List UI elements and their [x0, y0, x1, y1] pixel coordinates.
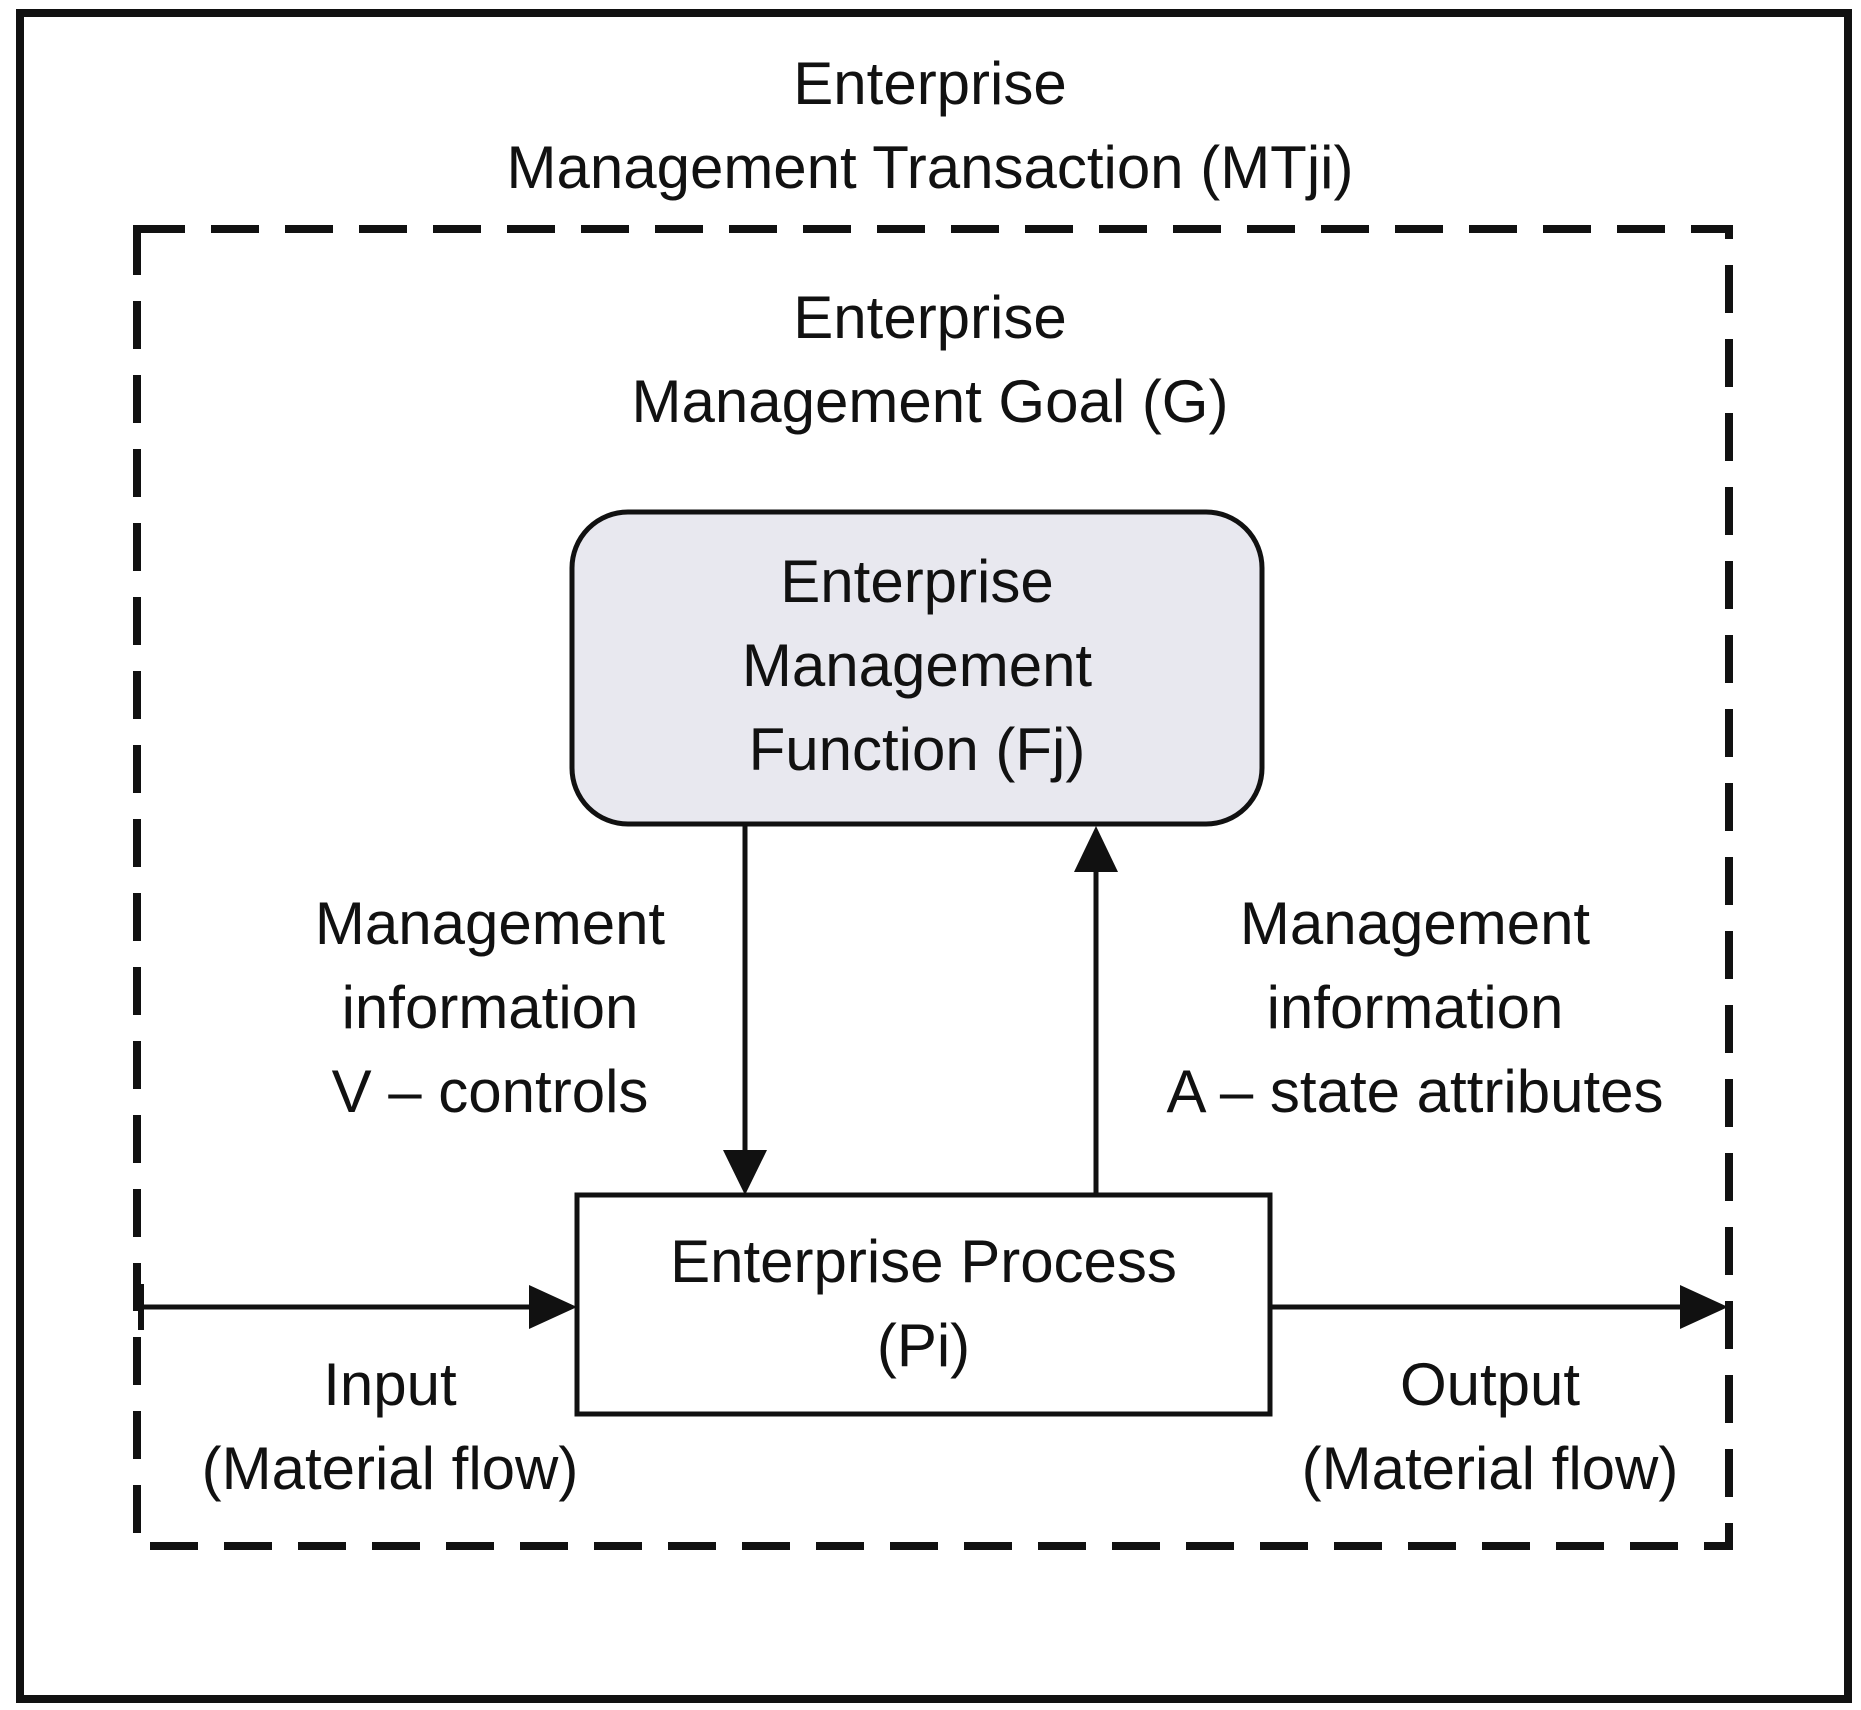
transaction-label: Enterprise Management Transaction (MTji)	[330, 42, 1530, 210]
controls-info-line2: information	[341, 974, 639, 1041]
process-label-line1: Enterprise Process	[670, 1228, 1177, 1295]
state-arrowhead	[1074, 826, 1118, 872]
state-info-label: Management information A – state attribu…	[1105, 882, 1725, 1134]
controls-info-label: Management information V – controls	[230, 882, 750, 1134]
process-label: Enterprise Process (Pi)	[577, 1220, 1270, 1388]
controls-arrowhead	[723, 1150, 767, 1195]
controls-info-line1: Management	[314, 890, 666, 957]
goal-label-line1: Enterprise	[793, 284, 1067, 351]
output-label-line1: Output	[1399, 1351, 1581, 1418]
function-label-line2: Management	[741, 632, 1093, 699]
state-info-line2: information	[1266, 974, 1564, 1041]
transaction-label-line1: Enterprise	[793, 50, 1067, 117]
function-box[interactable]	[569, 509, 1265, 827]
input-arrowhead	[529, 1285, 577, 1329]
goal-label: Enterprise Management Goal (G)	[330, 276, 1530, 444]
function-label-line1: Enterprise	[780, 548, 1054, 615]
process-box[interactable]	[574, 1192, 1273, 1417]
process-label-line2: (Pi)	[876, 1312, 971, 1379]
function-label-line3: Function (Fj)	[748, 716, 1086, 783]
state-info-line1: Management	[1239, 890, 1591, 957]
controls-info-line3: V – controls	[331, 1058, 649, 1125]
input-label-line2: (Material flow)	[201, 1435, 579, 1502]
input-label: Input (Material flow)	[150, 1343, 630, 1511]
goal-frame	[133, 225, 1733, 1550]
output-label: Output (Material flow)	[1255, 1343, 1725, 1511]
transaction-frame	[16, 9, 1852, 1703]
function-label: Enterprise Management Function (Fj)	[572, 540, 1262, 792]
output-label-line2: (Material flow)	[1301, 1435, 1679, 1502]
state-info-line3: A – state attributes	[1166, 1058, 1664, 1125]
output-arrowhead	[1680, 1285, 1728, 1329]
transaction-label-line2: Management Transaction (MTji)	[506, 134, 1354, 201]
input-label-line1: Input	[323, 1351, 457, 1418]
goal-label-line2: Management Goal (G)	[631, 368, 1229, 435]
